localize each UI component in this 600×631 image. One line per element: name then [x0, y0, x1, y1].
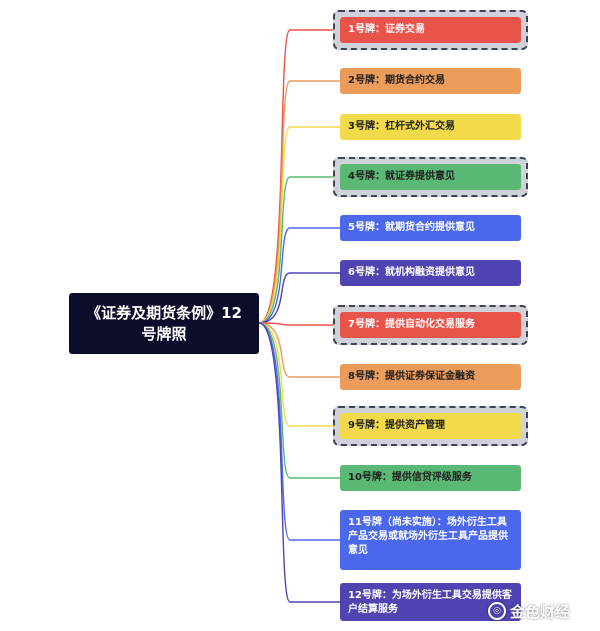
license-node-10[interactable]: 10号牌：提供信贷评级服务: [340, 465, 521, 491]
license-node-4[interactable]: 4号牌：就证券提供意见: [340, 164, 521, 190]
license-node-7[interactable]: 7号牌：提供自动化交易服务: [340, 312, 521, 338]
connector-line-12: [258, 322, 340, 603]
license-label: 9号牌：提供资产管理: [348, 420, 445, 431]
license-node-11[interactable]: 11号牌（尚未实施）：场外衍生工具产品交易或就场外衍生工具产品提供意见: [340, 510, 521, 570]
connector-line-2: [258, 80, 340, 324]
license-label: 8号牌：提供证券保证金融资: [348, 371, 475, 382]
connector-line-10: [258, 322, 340, 479]
connector-line-9: [258, 322, 340, 427]
watermark-logo-icon: ◎: [488, 602, 506, 620]
license-label: 11号牌（尚未实施）：场外衍生工具产品交易或就场外衍生工具产品提供意见: [348, 517, 508, 556]
license-label: 5号牌：就期货合约提供意见: [348, 222, 475, 233]
root-label: 《证券及期货条例》12号牌照: [86, 303, 242, 343]
root-node[interactable]: 《证券及期货条例》12号牌照: [69, 293, 259, 354]
connector-line-3: [258, 126, 340, 324]
connector-line-8: [258, 322, 340, 378]
license-label: 4号牌：就证券提供意见: [348, 171, 455, 182]
license-node-8[interactable]: 8号牌：提供证券保证金融资: [340, 364, 521, 390]
license-node-5[interactable]: 5号牌：就期货合约提供意见: [340, 215, 521, 241]
connector-lines: [258, 29, 340, 603]
license-label: 7号牌：提供自动化交易服务: [348, 319, 475, 330]
license-node-2[interactable]: 2号牌：期货合约交易: [340, 68, 521, 94]
connector-line-4: [258, 176, 340, 324]
watermark: ◎ 金色财经: [488, 598, 570, 624]
connector-line-11: [258, 322, 340, 541]
license-label: 6号牌：就机构融资提供意见: [348, 267, 475, 278]
connector-line-1: [258, 29, 340, 324]
license-label: 2号牌：期货合约交易: [348, 75, 445, 86]
connector-line-5: [258, 227, 340, 324]
connector-line-6: [258, 272, 340, 324]
watermark-text: 金色财经: [510, 602, 571, 621]
license-node-3[interactable]: 3号牌：杠杆式外汇交易: [340, 114, 521, 140]
license-label: 12号牌：为场外衍生工具交易提供客户结算服务: [348, 590, 512, 615]
license-label: 1号牌：证券交易: [348, 24, 425, 35]
license-label: 10号牌：提供信贷评级服务: [348, 472, 472, 483]
license-label: 3号牌：杠杆式外汇交易: [348, 121, 455, 132]
license-node-1[interactable]: 1号牌：证券交易: [340, 17, 521, 43]
connector-line-7: [258, 322, 340, 326]
license-node-6[interactable]: 6号牌：就机构融资提供意见: [340, 260, 521, 286]
license-node-9[interactable]: 9号牌：提供资产管理: [340, 413, 521, 439]
